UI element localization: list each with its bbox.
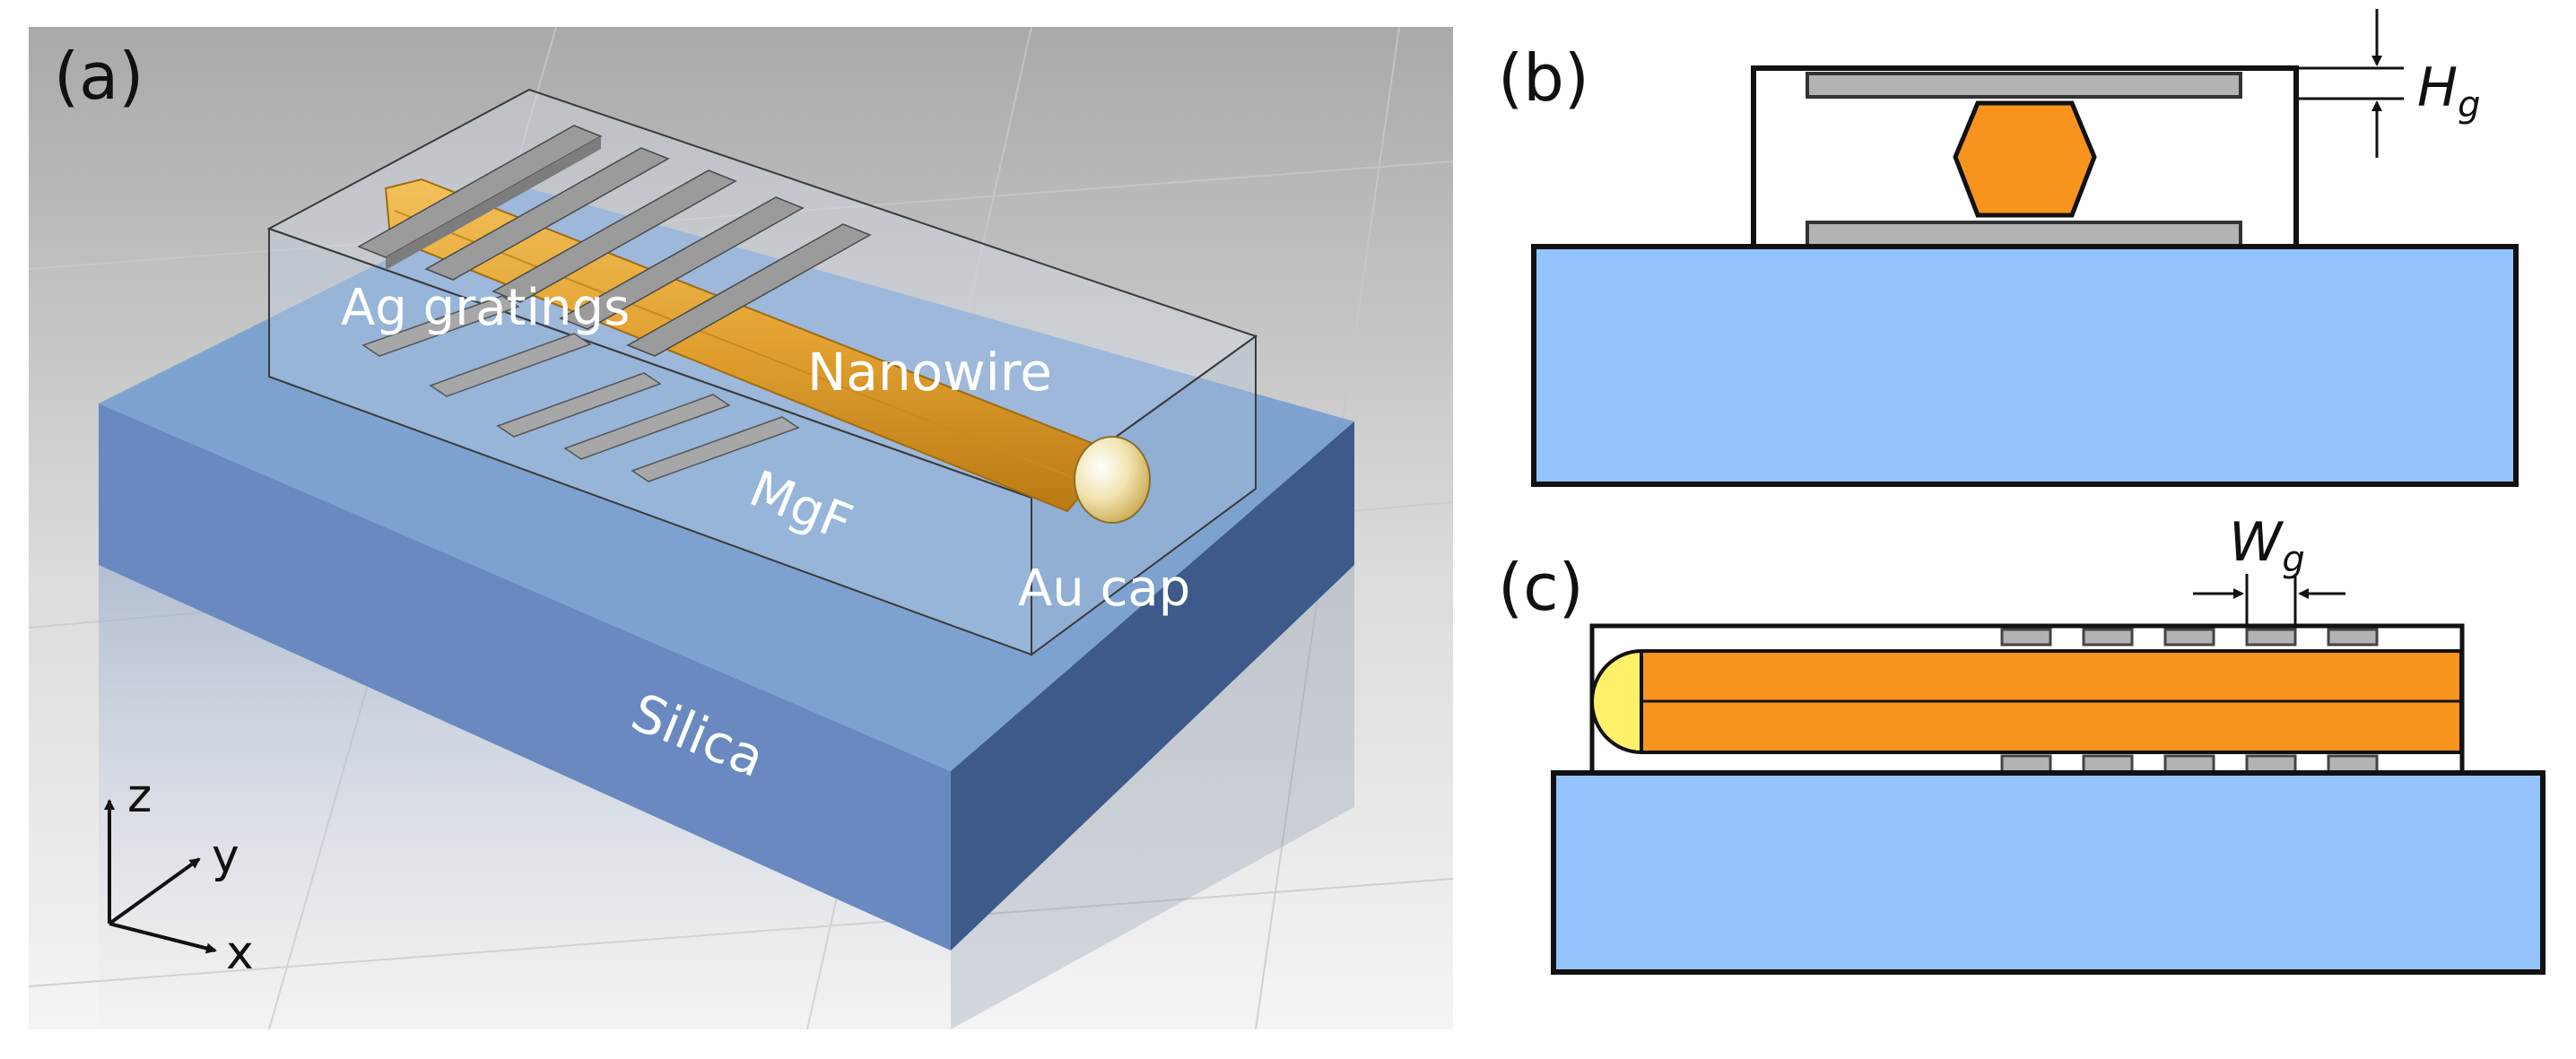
panel-b-tag: (b) [1498,40,1589,116]
grating-top-c [2245,628,2297,647]
nanowire-facet-line [394,210,1091,485]
bottom-grating-bar [361,295,520,357]
dimension-label-hg: Hg [2417,56,2481,126]
axis-label-y: y [212,829,239,883]
bottom-grating-bar [563,394,731,460]
au-cap-3d [1074,436,1151,524]
top-gratings-c [2000,628,2379,647]
grating-bottom-b [1806,221,2242,247]
axis-label-z: z [127,769,152,823]
bottom-gratings [361,295,800,482]
bottom-grating-bar [429,333,592,397]
grating-top-c [2082,628,2134,647]
bottom-grating-bar [631,416,800,482]
top-grating-bar [559,196,805,330]
silica-side [951,421,1354,950]
grating-top-c [2163,628,2215,647]
axis-label-x: x [226,926,254,980]
grating-bottom-c [2163,754,2215,774]
silica-front [99,404,951,950]
silica-side-reflection [951,565,1354,1029]
label-nanowire: Nanowire [807,342,1052,403]
label-au-cap: Au cap [1018,560,1190,618]
dimension-hg [2296,9,2404,158]
grating-top-b [1806,72,2242,99]
grating-bottom-c [2245,754,2297,774]
top-grating-bar [492,169,737,303]
panel-c: (c) Wg [1498,511,2546,975]
y-axis-arrow [108,857,201,925]
panel-b: (b) Hg [1498,9,2519,487]
panel-c-tag: (c) [1498,550,1584,625]
silica-reflection [99,556,951,1029]
panel-a: (a) Ag gratings Nanowire MgF Au cap Sili… [28,26,1454,1030]
grating-top-c [2000,628,2052,647]
au-cap-side [1590,648,1643,755]
top-grating-bar [386,136,601,270]
dimension-label-wg: Wg [2229,511,2305,580]
grating-bottom-c [2327,754,2379,774]
grating-bottom-c [2082,754,2134,774]
top-grating-bar [424,147,670,281]
nanowire-hexagon [1953,100,2097,218]
coordinate-axes [104,799,217,954]
bottom-gratings-c [2000,754,2379,774]
panel-a-tag: (a) [54,39,144,114]
substrate-b [1531,244,2519,487]
grating-bottom-c [2000,754,2052,774]
label-ag-gratings: Ag gratings [341,279,630,337]
x-axis-arrow [109,922,217,954]
top-grating-bar [626,223,872,357]
dimension-wg [2193,574,2345,628]
bottom-grating-bar [496,372,662,438]
grating-top-c [2327,628,2379,647]
substrate-c [1551,770,2546,975]
top-gratings [357,125,872,357]
